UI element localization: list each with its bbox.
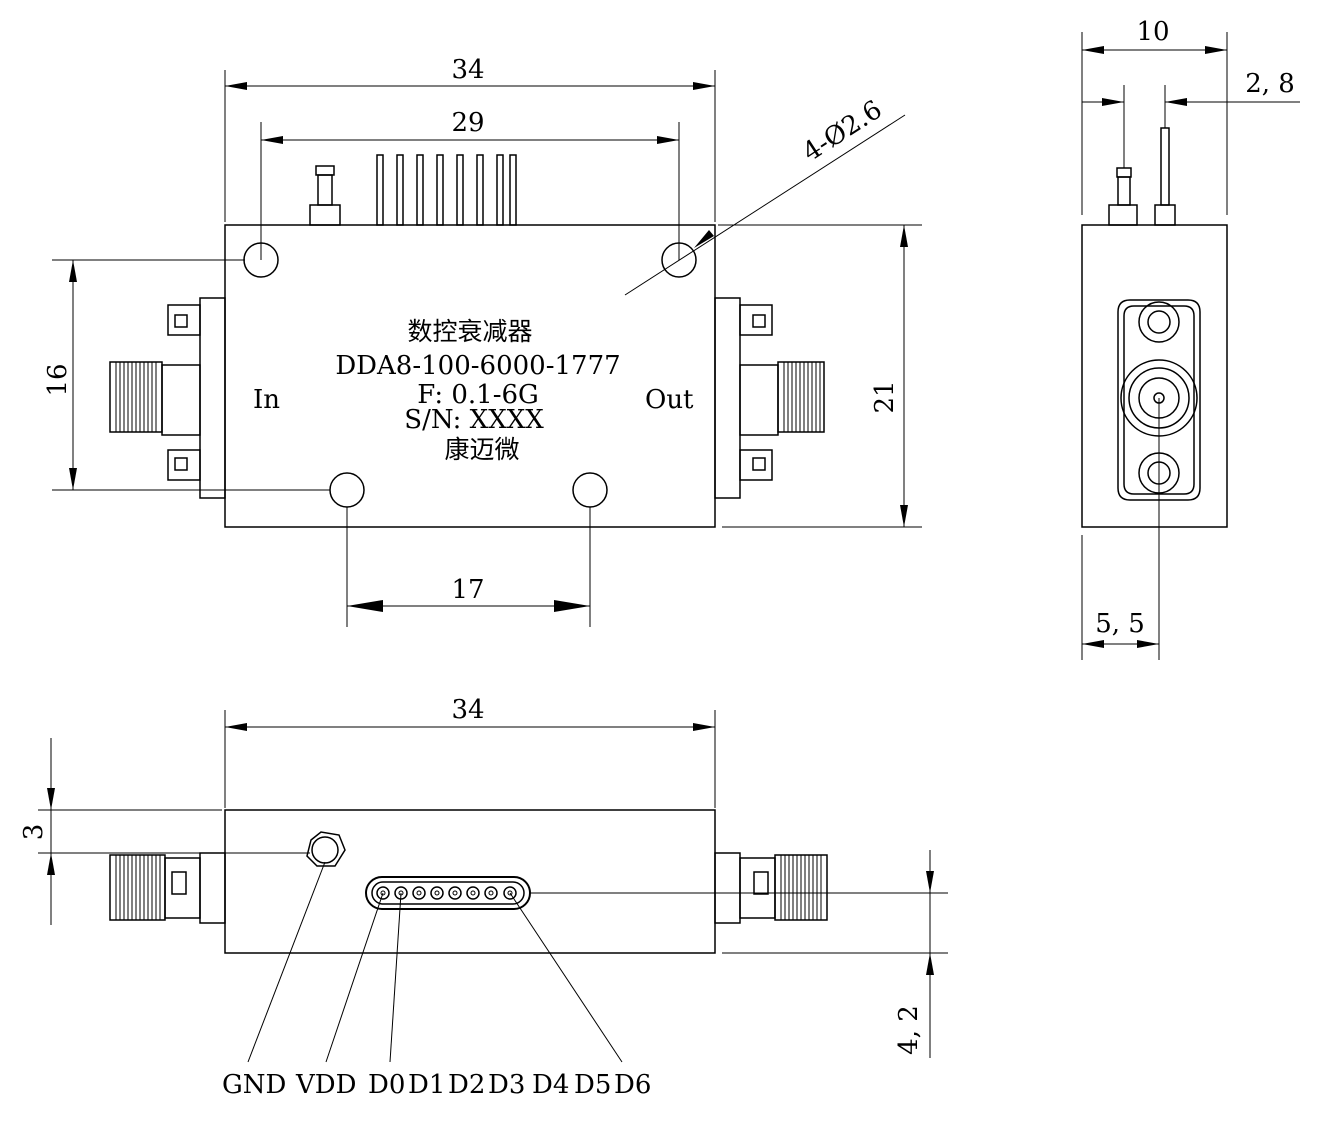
dim-height-21: 21 (718, 224, 922, 528)
gnd-post-top (309, 165, 341, 226)
svg-text:4, 2: 4, 2 (894, 1005, 924, 1055)
svg-text:16: 16 (43, 363, 73, 396)
dim-pin-offset: 2, 8 (1082, 69, 1300, 168)
dim-depth-10: 10 (1081, 17, 1228, 215)
frequency-range: F: 0.1-6G (417, 380, 539, 410)
svg-text:34: 34 (451, 55, 484, 85)
pin-label-d4: D4 (532, 1070, 569, 1100)
dim-gnd-offset-3: 3 (19, 738, 310, 925)
top-view: 数控衰减器 DDA8-100-6000-1777 F: 0.1-6G S/N: … (43, 55, 922, 627)
svg-text:3: 3 (19, 824, 49, 841)
output-port-label: Out (645, 385, 694, 415)
dim-width-34: 34 (224, 55, 716, 222)
svg-text:17: 17 (451, 575, 484, 605)
dim-height-16: 16 (43, 259, 330, 491)
serial-number: S/N: XXXX (404, 405, 544, 435)
dim-connector-offset: 5, 5 (1081, 398, 1160, 660)
sma-connector-left-front (109, 852, 226, 924)
gnd-terminal (306, 831, 346, 867)
sma-connector-right-front (714, 852, 828, 924)
svg-text:10: 10 (1136, 17, 1169, 47)
svg-text:34: 34 (451, 695, 484, 725)
product-name-cn: 数控衰减器 (407, 317, 532, 346)
side-body-outline (1081, 224, 1228, 528)
manufacturer-cn: 康迈微 (444, 435, 519, 464)
input-port-label: In (253, 385, 280, 415)
pin-label-d6: D6 (614, 1070, 651, 1100)
pin-label-d2: D2 (448, 1070, 485, 1100)
dim-hole-callout: 4-Ø2.6 (624, 95, 906, 296)
svg-text:2, 8: 2, 8 (1245, 69, 1295, 99)
pin-label-vdd: VDD (295, 1070, 356, 1100)
dim-front-width-34: 34 (224, 695, 716, 808)
pin-label-gnd: GND (222, 1070, 286, 1100)
front-view: 34 3 4, 2 GND (19, 695, 948, 1100)
svg-text:21: 21 (870, 380, 900, 413)
pin-header (365, 876, 531, 910)
svg-text:5, 5: 5, 5 (1095, 609, 1145, 639)
svg-text:4-Ø2.6: 4-Ø2.6 (797, 95, 887, 168)
model-number: DDA8-100-6000-1777 (335, 351, 620, 381)
pin-label-d3: D3 (488, 1070, 525, 1100)
pin-label-d1: D1 (408, 1070, 445, 1100)
sma-connector-right-top (714, 297, 825, 499)
dim-hole-spacing-17: 17 (346, 507, 591, 627)
mounting-hole-bottom-left (329, 472, 365, 508)
control-pins-top (376, 154, 517, 226)
pin-labels: GND VDD D0 D1 D2 D3 D4 D5 D6 (222, 1070, 651, 1100)
mounting-hole-bottom-right (572, 472, 608, 508)
pin-leaders (247, 861, 623, 1063)
screw-top (1138, 301, 1180, 343)
svg-text:29: 29 (451, 108, 484, 138)
dim-pin-height: 4, 2 (530, 850, 948, 1058)
side-view: 10 2, 8 5, 5 (1081, 17, 1300, 660)
pin-label-d5: D5 (574, 1070, 611, 1100)
sma-connector-left-top (109, 297, 226, 499)
pin-label-d0: D0 (368, 1070, 405, 1100)
dim-hole-spacing-29: 29 (260, 108, 680, 260)
